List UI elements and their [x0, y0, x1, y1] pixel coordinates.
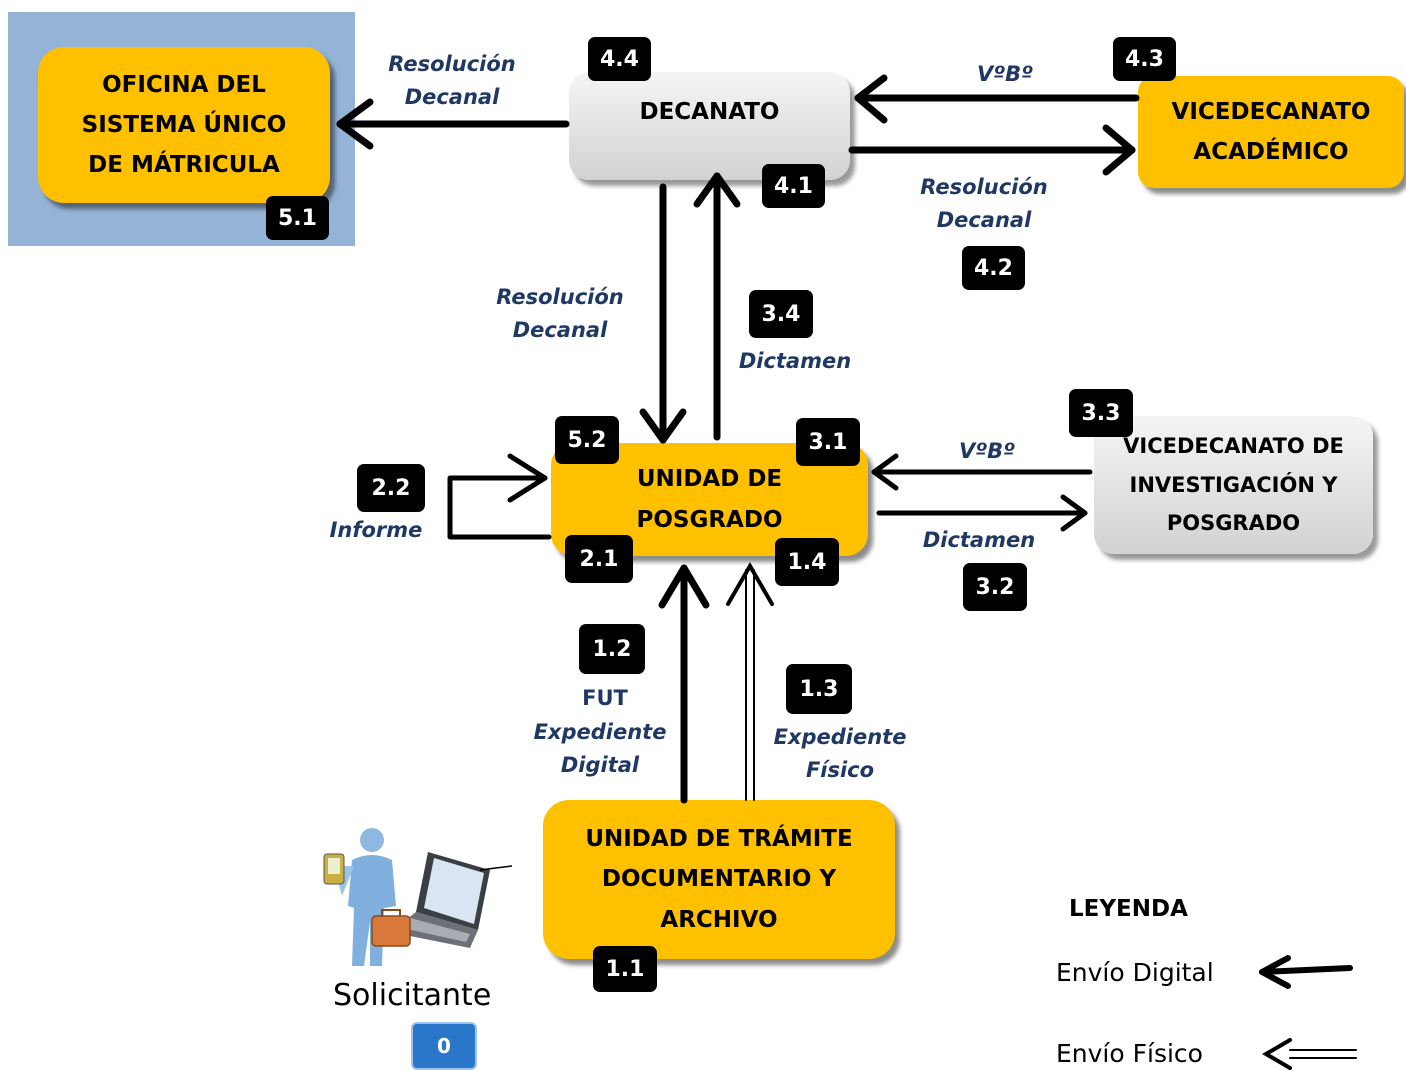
- badge-4-4: 4.4: [588, 37, 651, 81]
- badge-1-3: 1.3: [786, 664, 852, 714]
- label-dictamen-decanato: Dictamen: [738, 349, 852, 373]
- badge-3-1: 3.1: [796, 418, 860, 466]
- legend-digital-label: Envío Digital: [1056, 958, 1214, 987]
- legend-digital-arrow: [1259, 965, 1353, 975]
- badge-5-1: 5.1: [266, 196, 329, 240]
- label-expediente-fisico: Expediente Físico: [773, 725, 907, 782]
- node-oficina[interactable]: OFICINA DEL SISTEMA ÚNICO DE MÁTRICULA: [38, 47, 330, 203]
- badge-1-1: 1.1: [593, 946, 657, 992]
- badge-1-4: 1.4: [775, 538, 839, 586]
- badge-4-2: 4.2: [962, 246, 1025, 290]
- badge-3-2: 3.2: [963, 563, 1027, 611]
- badge-2-1: 2.1: [565, 535, 633, 583]
- label-resolucion-academico: Resolución Decanal: [920, 175, 1048, 232]
- arrow-self-loop-informe: [447, 475, 552, 540]
- badge-5-2: 5.2: [555, 416, 619, 464]
- solicitante-label: Solicitante: [333, 978, 492, 1013]
- badge-3-4: 3.4: [749, 290, 813, 338]
- label-vobo-investigacion: VºBº: [959, 439, 1015, 463]
- label-vobo-academico: VºBº: [977, 62, 1033, 86]
- badge-0: 0: [411, 1022, 477, 1070]
- node-decanato[interactable]: DECANATO: [569, 72, 850, 180]
- solicitante-figure: [323, 828, 513, 966]
- badge-3-3: 3.3: [1069, 389, 1133, 437]
- label-expediente-digital: Expediente Digital: [533, 720, 667, 777]
- badge-1-2: 1.2: [579, 624, 645, 674]
- legend-fisico-label: Envío Físico: [1056, 1039, 1203, 1068]
- label-resolucion-oficina: Resolución Decanal: [388, 52, 516, 109]
- badge-4-3: 4.3: [1113, 37, 1176, 81]
- badge-2-2: 2.2: [357, 464, 425, 512]
- legend-title: LEYENDA: [1069, 896, 1188, 922]
- badge-4-1: 4.1: [762, 164, 825, 208]
- node-vicedecanato-academico[interactable]: VICEDECANATO ACADÉMICO: [1138, 76, 1404, 188]
- node-unidad-tramite[interactable]: UNIDAD DE TRÁMITE DOCUMENTARIO Y ARCHIVO: [543, 800, 895, 959]
- label-informe: Informe: [329, 518, 423, 542]
- label-resolucion-posgrado: Resolución Decanal: [496, 285, 624, 342]
- label-fut: FUT: [582, 686, 628, 710]
- node-vicedecanato-investigacion[interactable]: VICEDECANATO DE INVESTIGACIÓN Y POSGRADO: [1094, 416, 1373, 554]
- label-dictamen-investigacion: Dictamen: [922, 528, 1036, 552]
